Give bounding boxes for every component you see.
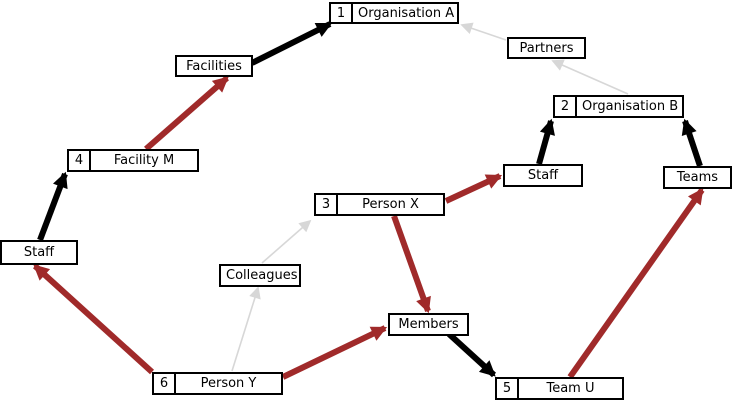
- node-organisation-a: 1 Organisation A: [329, 2, 459, 24]
- node-members: Members: [388, 313, 469, 336]
- edge-members-to-team-u: [446, 331, 497, 378]
- node-staff-organisation-b-label: Staff: [527, 168, 559, 183]
- node-person-x: 3 Person X: [314, 193, 445, 216]
- node-teams: Teams: [663, 166, 732, 189]
- node-organisation-a-label: Organisation A: [358, 5, 455, 21]
- node-partners: Partners: [507, 37, 586, 59]
- node-team-u: 5 Team U: [495, 377, 624, 400]
- node-members-label: Members: [398, 317, 459, 332]
- node-facility-m-label: Facility M: [113, 153, 175, 168]
- edge-person-x-to-members: [391, 214, 431, 314]
- node-colleagues-label: Colleagues: [226, 268, 298, 283]
- node-staff-organisation-b: Staff: [503, 164, 583, 187]
- node-facilities: Facilities: [175, 55, 253, 77]
- edge-facility-m-to-facilities: [144, 75, 229, 152]
- node-team-u-label: Team U: [546, 381, 595, 396]
- node-person-y: 6 Person Y: [152, 372, 283, 395]
- edge-colleagues-to-person-x: [261, 219, 312, 264]
- edge-person-y-to-colleagues: [231, 286, 261, 372]
- node-organisation-a-number: 1: [331, 4, 353, 22]
- node-facility-m: 4 Facility M: [67, 149, 199, 172]
- node-colleagues: Colleagues: [219, 264, 301, 287]
- edge-teams-to-organisation-b: [681, 118, 703, 167]
- node-team-u-number: 5: [497, 379, 519, 398]
- node-partners-label: Partners: [519, 40, 574, 56]
- node-facilities-label: Facilities: [186, 58, 242, 74]
- node-person-x-label: Person X: [362, 197, 419, 212]
- edge-person-y-to-members: [281, 325, 388, 380]
- node-person-x-number: 3: [316, 195, 338, 214]
- edge-partners-to-organisation-a: [460, 22, 507, 41]
- node-person-y-number: 6: [154, 374, 176, 393]
- edge-staff-facility-m-to-facility-m: [37, 171, 68, 242]
- edge-organisation-b-to-partners: [551, 59, 629, 95]
- node-staff-facility-m: Staff: [0, 240, 78, 265]
- node-teams-label: Teams: [676, 170, 719, 185]
- node-facility-m-number: 4: [69, 151, 91, 170]
- edge-team-u-to-teams: [567, 188, 705, 379]
- node-staff-facility-m-label: Staff: [23, 245, 55, 260]
- node-organisation-b-label: Organisation B: [582, 99, 679, 114]
- edge-person-y-to-staff-facility-m: [32, 263, 155, 375]
- node-organisation-b: 2 Organisation B: [553, 95, 684, 118]
- edge-facilities-to-organisation-a: [250, 21, 333, 66]
- edge-staff-organisation-b-to-organisation-b: [536, 118, 555, 165]
- edge-person-x-to-staff-organisation-b: [444, 173, 503, 204]
- node-organisation-b-number: 2: [555, 97, 577, 116]
- node-person-y-label: Person Y: [200, 376, 257, 391]
